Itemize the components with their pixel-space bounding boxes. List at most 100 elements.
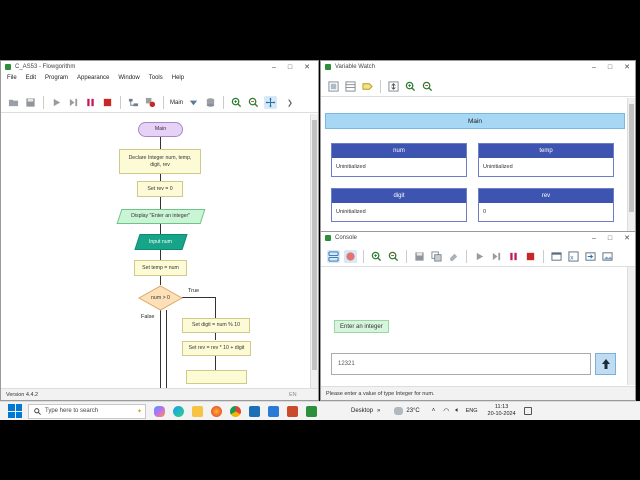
input-node[interactable]: Input num — [134, 234, 188, 250]
console-input-field[interactable]: 12321 — [331, 353, 591, 375]
assign-rev-loop-node[interactable]: Set rev = rev * 10 + digit — [182, 341, 251, 356]
wifi-icon[interactable]: ◠ — [443, 408, 450, 415]
database-button[interactable] — [204, 96, 217, 109]
desktop-chevron-icon[interactable]: » — [377, 408, 381, 414]
shapes-button[interactable] — [144, 96, 157, 109]
mail-icon[interactable] — [268, 405, 279, 417]
minimize-button[interactable]: – — [272, 63, 276, 71]
function-selector[interactable]: Main — [170, 99, 184, 106]
menu-file[interactable]: File — [7, 75, 17, 81]
menu-program[interactable]: Program — [45, 75, 69, 81]
windows-start-button[interactable] — [8, 404, 22, 418]
temperature-label[interactable]: 23°C — [406, 408, 420, 414]
menu-help[interactable]: Help — [171, 75, 185, 81]
flowgorithm-app-icon — [5, 64, 11, 70]
console-vertical-scrollbar[interactable] — [627, 267, 635, 385]
console-zoom-in-button[interactable] — [370, 250, 383, 263]
close-button[interactable]: ✕ — [304, 64, 310, 71]
stop-button[interactable] — [101, 96, 114, 109]
watch-view-button[interactable] — [327, 80, 340, 93]
console-stop-button[interactable] — [524, 250, 537, 263]
taskbar-search-box[interactable]: Type here to search ✦ — [28, 403, 146, 419]
console-chat-view-button[interactable] — [327, 250, 340, 263]
while-condition-node[interactable] — [138, 285, 183, 311]
desktop-toolbar-label[interactable]: Desktop — [351, 408, 374, 414]
console-run-button[interactable] — [473, 250, 486, 263]
weather-icon[interactable] — [394, 407, 404, 415]
console-close-button[interactable]: ✕ — [624, 235, 630, 242]
watch-close-button[interactable]: ✕ — [624, 64, 630, 71]
flowchart-vertical-scrollbar[interactable] — [310, 114, 318, 389]
volume-icon[interactable]: 🔈︎ — [455, 407, 460, 414]
console-copy-button[interactable] — [430, 250, 443, 263]
console-zoom-out-button[interactable] — [387, 250, 400, 263]
run-button[interactable] — [50, 96, 63, 109]
console-maximize-button[interactable]: □ — [607, 234, 613, 242]
open-button[interactable] — [7, 96, 20, 109]
watch-fit-button[interactable] — [387, 80, 400, 93]
watch-minimize-button[interactable]: – — [592, 63, 596, 71]
powerpoint-icon[interactable] — [287, 405, 298, 417]
clock-time: 11:13 — [494, 404, 509, 410]
console-variables-button[interactable]: x — [567, 250, 580, 263]
notification-icon[interactable] — [523, 407, 532, 415]
console-statusbar: Please enter a value of type Integer for… — [321, 386, 635, 400]
console-record-button[interactable] — [344, 250, 357, 263]
step-button[interactable] — [67, 96, 80, 109]
scrollbar-thumb[interactable] — [312, 120, 317, 370]
console-input-value: 12321 — [338, 361, 355, 367]
fit-button[interactable] — [264, 96, 278, 109]
menu-tools[interactable]: Tools — [148, 75, 163, 81]
console-window-layout-button[interactable] — [550, 250, 563, 263]
flowgorithm-taskbar-icon[interactable] — [306, 405, 317, 417]
flowchart-canvas[interactable]: Main Declare Integer num, temp, digit, r… — [1, 114, 310, 389]
menu-appearance[interactable]: Appearance — [77, 75, 110, 81]
pause-button[interactable] — [84, 96, 97, 109]
edge-icon[interactable] — [173, 405, 184, 417]
watch-tag-button[interactable] — [361, 80, 374, 93]
start-node-main[interactable]: Main — [138, 122, 183, 137]
file-explorer-icon[interactable] — [192, 405, 203, 417]
var-card-num: num Uninitialized — [331, 143, 467, 177]
maximize-button[interactable]: □ — [287, 63, 293, 71]
console-output-button[interactable] — [584, 250, 597, 263]
watch-maximize-button[interactable]: □ — [607, 63, 613, 71]
var-card-temp: temp Uninitialized — [478, 143, 614, 177]
assign-rev-node[interactable]: Set rev = 0 — [137, 181, 183, 197]
zoom-in-button[interactable] — [230, 96, 243, 109]
console-minimize-button[interactable]: – — [592, 234, 596, 242]
menu-edit[interactable]: Edit — [25, 75, 37, 81]
assign-temp-node[interactable]: Set temp = num — [134, 260, 187, 276]
output-node[interactable]: Display "Enter an integer" — [116, 209, 206, 224]
clock[interactable]: 11:13 20-10-2024 — [488, 404, 516, 418]
loop-body-node-partial[interactable] — [186, 370, 247, 384]
watch-table-button[interactable] — [344, 80, 357, 93]
layout-button[interactable] — [127, 96, 140, 109]
watch-scrollbar-thumb[interactable] — [629, 104, 634, 212]
watch-zoom-out-button[interactable] — [421, 80, 434, 93]
watch-scope-bar: Main — [325, 113, 625, 129]
toolbar-overflow-icon[interactable]: ❯ — [287, 99, 293, 107]
tray-chevron-up-icon[interactable]: ˄ — [431, 408, 436, 414]
console-pause-button[interactable] — [507, 250, 520, 263]
menu-window[interactable]: Window — [118, 75, 140, 81]
save-button[interactable] — [24, 96, 37, 109]
console-step-button[interactable] — [490, 250, 503, 263]
svg-text:x: x — [570, 254, 574, 261]
firefox-icon[interactable] — [211, 405, 222, 417]
copilot-icon[interactable] — [154, 405, 165, 417]
watch-zoom-in-button[interactable] — [404, 80, 417, 93]
watch-vertical-scrollbar[interactable] — [627, 98, 635, 231]
console-image-button[interactable] — [601, 250, 614, 263]
zoom-out-button[interactable] — [247, 96, 260, 109]
console-save-button[interactable] — [413, 250, 426, 263]
vscode-icon[interactable] — [249, 405, 260, 417]
assign-digit-node[interactable]: Set digit = num % 10 — [182, 318, 250, 333]
console-clear-button[interactable] — [447, 250, 460, 263]
console-submit-button[interactable] — [595, 353, 616, 375]
language-indicator[interactable]: ENG — [465, 408, 478, 414]
chrome-icon[interactable] — [230, 405, 241, 417]
function-dropdown[interactable] — [187, 96, 200, 109]
variable-watch-titlebar: Variable Watch — [321, 61, 635, 73]
declare-node[interactable]: Declare Integer num, temp, digit, rev — [119, 149, 201, 174]
